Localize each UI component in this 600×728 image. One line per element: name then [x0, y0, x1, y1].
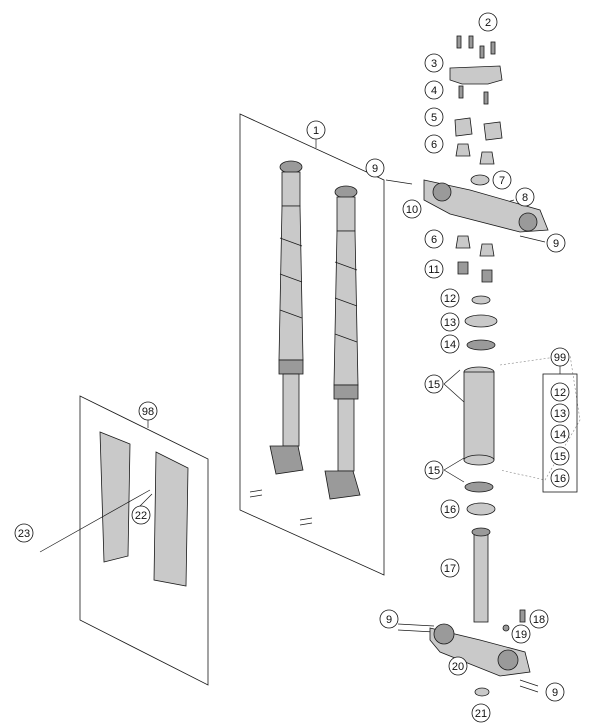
callout-20: 20 [448, 656, 468, 676]
frame-steering-head [463, 354, 581, 481]
kit-item-label: 15 [554, 451, 566, 463]
callout-13: 13 [440, 312, 460, 332]
callout-label: 3 [431, 58, 437, 70]
handlebar-supports [454, 117, 503, 141]
callout-label: 21 [475, 708, 487, 720]
bearing-lower [466, 502, 496, 516]
fork-legs-panel [239, 113, 385, 576]
steering-stem-nut [470, 174, 490, 186]
callout-label: 22 [135, 510, 147, 522]
callout-label: 99 [554, 352, 566, 364]
callout-label: 9 [386, 614, 392, 626]
callout-6-lower: 6 [424, 229, 444, 249]
callout-11: 11 [424, 259, 444, 279]
callout-label: 23 [18, 528, 30, 540]
callout-9-lower-right: 9 [545, 682, 565, 702]
callout-18: 18 [529, 609, 549, 629]
stem-washer [502, 624, 510, 632]
callout-6-upper: 6 [424, 134, 444, 154]
callout-9-upper-left: 9 [365, 158, 385, 178]
handlebar-clamp-bolts [456, 35, 496, 59]
kit-99-item-12: 12 [550, 382, 570, 402]
callout-label: 19 [515, 629, 527, 641]
bearing-upper [464, 314, 498, 328]
bearing-race-upper [466, 339, 496, 351]
callout-label: 9 [553, 238, 559, 250]
right-fork-guard [153, 451, 189, 587]
callout-3: 3 [424, 53, 444, 73]
kit-item-label: 13 [554, 408, 566, 420]
callout-label: 11 [428, 264, 439, 276]
callout-16: 16 [440, 499, 460, 519]
callout-label: 7 [499, 175, 505, 187]
handlebar-clamp-screws [458, 85, 464, 99]
callout-1: 1 [306, 120, 326, 140]
handlebar-clamp [449, 65, 503, 85]
callout-label: 98 [142, 406, 154, 418]
callout-9-lower-left: 9 [379, 609, 399, 629]
steering-stop [474, 687, 490, 697]
upper-triple-clamp [423, 179, 549, 233]
callout-19: 19 [511, 624, 531, 644]
callout-4: 4 [424, 80, 444, 100]
kit-99-item-15: 15 [550, 446, 570, 466]
steering-stem [473, 531, 489, 623]
left-fork-guard [99, 431, 131, 563]
handlebar-sleeves [457, 261, 493, 283]
callout-21: 21 [471, 703, 491, 723]
callout-23: 23 [14, 523, 34, 543]
fork-guard-panel [79, 395, 209, 686]
callout-5: 5 [424, 107, 444, 127]
callout-8: 8 [515, 187, 535, 207]
callout-label: 18 [533, 614, 545, 626]
rubber-bushings-bottom [455, 235, 495, 257]
callout-9-upper-right: 9 [546, 233, 566, 253]
callout-label: 15 [428, 379, 440, 391]
callout-label: 6 [431, 234, 437, 246]
left-fork-leg [269, 160, 304, 475]
callout-99: 99 [550, 347, 570, 367]
callout-label: 17 [444, 563, 456, 575]
callout-label: 16 [444, 504, 456, 516]
callout-7: 7 [492, 170, 512, 190]
callout-label: 8 [522, 192, 528, 204]
callout-label: 2 [485, 17, 491, 29]
callout-22: 22 [131, 505, 151, 525]
callout-label: 12 [444, 293, 456, 305]
callout-label: 20 [452, 661, 464, 673]
callout-label: 13 [444, 317, 456, 329]
callout-label: 6 [431, 139, 437, 151]
callout-label: 5 [431, 112, 437, 124]
kit-99-item-13: 13 [550, 403, 570, 423]
callout-label: 4 [431, 85, 437, 97]
callout-17: 17 [440, 558, 460, 578]
bearing-race-lower [464, 481, 494, 493]
kit-item-label: 14 [554, 429, 566, 441]
callout-label: 9 [372, 163, 378, 175]
callout-label: 9 [552, 687, 558, 699]
callout-12: 12 [440, 288, 460, 308]
dust-seal [471, 295, 491, 305]
callout-15-upper: 15 [424, 374, 444, 394]
rubber-bushings-top [455, 143, 495, 165]
stem-screw [519, 609, 526, 623]
callout-10: 10 [402, 199, 422, 219]
kit-99-item-16: 16 [550, 468, 570, 488]
callout-2: 2 [478, 12, 498, 32]
axle-clamp-bolts [249, 489, 313, 526]
callout-label: 10 [406, 204, 418, 216]
callout-label: 15 [428, 465, 440, 477]
kit-99-item-14: 14 [550, 424, 570, 444]
callout-14: 14 [440, 334, 460, 354]
right-fork-leg [324, 185, 361, 500]
callout-98: 98 [138, 401, 158, 421]
callout-label: 14 [444, 339, 456, 351]
kit-item-label: 16 [554, 473, 566, 485]
kit-item-label: 12 [554, 387, 566, 399]
callout-15-lower: 15 [424, 460, 444, 480]
callout-label: 1 [313, 125, 319, 137]
